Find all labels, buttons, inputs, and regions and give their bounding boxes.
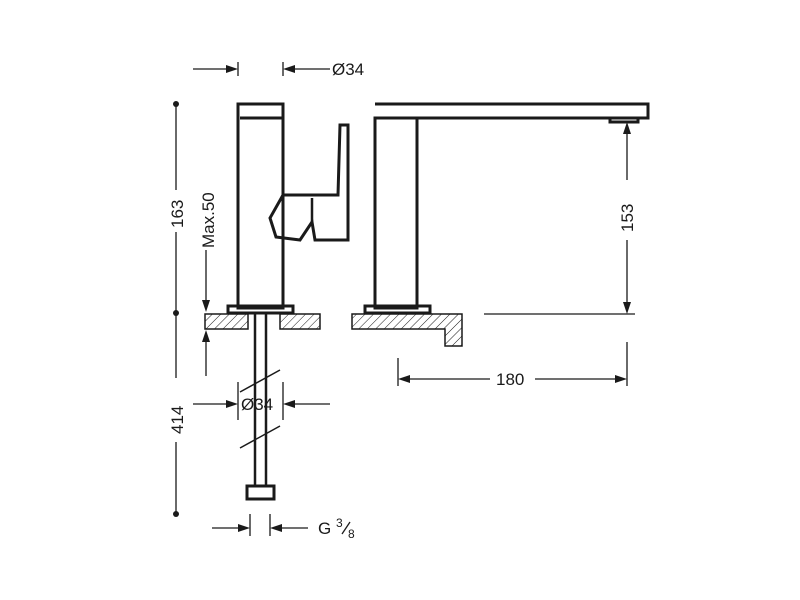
faucet-body-side	[236, 102, 285, 310]
countertop-left-a	[204, 313, 249, 330]
label-top-diameter: Ø34	[332, 60, 364, 79]
lever-handle	[268, 123, 350, 242]
label-pipe-diameter: Ø34	[241, 395, 273, 414]
countertop-right	[351, 313, 463, 347]
dimension-top-diameter: Ø34	[193, 60, 364, 79]
base-flange-left	[226, 304, 295, 315]
label-total-height: 163	[168, 200, 187, 228]
pipe-break-upper	[239, 369, 281, 393]
dimension-pipe-length: 414	[168, 313, 187, 517]
base-flange-right	[363, 304, 432, 315]
right-view	[351, 102, 650, 347]
label-thread-numerator: 3	[336, 516, 343, 530]
dimension-spout-reach: 180	[397, 342, 628, 389]
label-thread-denominator: 8	[348, 527, 355, 541]
label-thread-prefix: G	[318, 519, 331, 538]
label-max-thickness: Max.50	[199, 192, 218, 248]
label-spout-height: 153	[618, 204, 637, 232]
dimension-total-height: 163	[168, 101, 187, 316]
label-spout-reach: 180	[496, 370, 524, 389]
pipe-fitting	[245, 484, 276, 501]
label-pipe-length: 414	[168, 406, 187, 434]
countertop-left-b	[279, 313, 321, 330]
dimension-spout-height: 153	[618, 122, 637, 314]
pipe-break-lower	[239, 425, 281, 449]
faucet-body-front	[373, 116, 419, 310]
dimension-max-thickness: Max.50	[199, 192, 218, 376]
left-view	[204, 102, 350, 501]
dimension-pipe-diameter: Ø34	[193, 382, 330, 420]
dimension-thread: G 3 8	[212, 514, 355, 541]
